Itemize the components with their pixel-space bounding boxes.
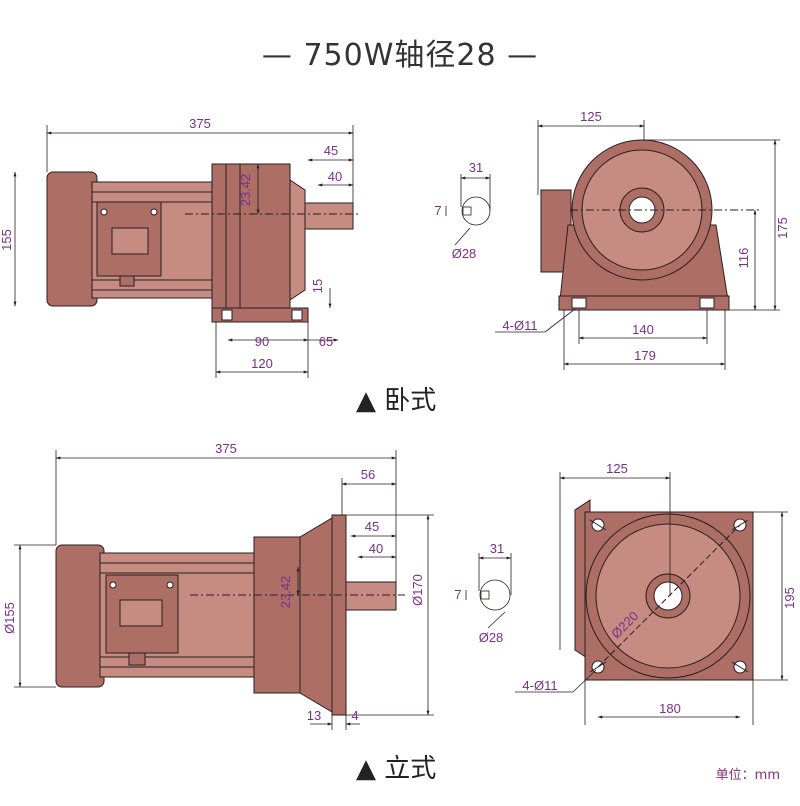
vertical-shaft-detail: [465, 553, 512, 629]
v-shaft-d28: Ø28: [479, 630, 504, 645]
dim-140: 140: [632, 322, 654, 337]
output-shaft: [304, 202, 354, 230]
dim-45: 45: [324, 143, 338, 158]
dim-120: 120: [251, 356, 273, 371]
v-dim-4-d11: 4-Ø11: [522, 678, 557, 693]
vertical-side-dims: [14, 450, 434, 730]
horizontal-side-dims: [13, 125, 354, 378]
base-feet: [211, 307, 309, 323]
v-dim-d170: Ø170: [410, 574, 425, 606]
v-shaft-7: 7: [454, 587, 461, 602]
horizontal-front-dims: [495, 120, 780, 370]
horizontal-side-dim-text: 375 45 40 155 23.42 15 90 65 120: [0, 116, 342, 371]
v-dim-375: 375: [215, 441, 237, 456]
dim-116: 116: [736, 248, 751, 269]
dim-40: 40: [328, 169, 342, 184]
dim-155: 155: [0, 229, 14, 251]
v-dim-195: 195: [782, 587, 797, 609]
vertical-front-dims: [515, 472, 788, 725]
horizontal-front-view: [540, 139, 760, 311]
dim-179: 179: [634, 348, 656, 363]
vertical-front-view: [574, 499, 754, 681]
v-dim-23-42: 23.42: [278, 576, 293, 609]
horizontal-caption: ▲ 卧式: [356, 386, 437, 416]
motor-end-cap: [46, 171, 98, 307]
horizontal-side-view: [46, 163, 360, 323]
dim-15: 15: [310, 279, 325, 293]
dim-125: 125: [580, 109, 602, 124]
v-dim-4: 4: [351, 708, 358, 723]
gearbox-body: [211, 163, 291, 311]
v-dim-45: 45: [365, 519, 379, 534]
dim-65: 65: [319, 334, 333, 349]
v-dim-13: 13: [307, 708, 321, 723]
vertical-caption: ▲ 立式: [356, 754, 437, 784]
dim-4-d11-top: 4-Ø11: [502, 318, 537, 333]
dim-175: 175: [775, 217, 790, 239]
vertical-side-view: [55, 514, 405, 716]
v-dim-125: 125: [606, 461, 628, 476]
v-dim-56: 56: [361, 467, 375, 482]
dim-90: 90: [255, 334, 269, 349]
v-dim-40: 40: [369, 541, 383, 556]
shaft-31: 31: [469, 160, 483, 175]
dim-23-42: 23.42: [238, 174, 253, 207]
dim-375: 375: [189, 116, 211, 131]
v-dim-d155: Ø155: [2, 602, 17, 634]
v-dim-180: 180: [659, 701, 681, 716]
horizontal-shaft-detail: [445, 174, 491, 246]
v-shaft-31: 31: [490, 541, 504, 556]
shaft-d28: Ø28: [452, 246, 477, 261]
page-title: — 750W轴径28 —: [261, 38, 539, 73]
shaft-7: 7: [434, 203, 441, 218]
unit-note: 单位：mm: [715, 768, 780, 783]
